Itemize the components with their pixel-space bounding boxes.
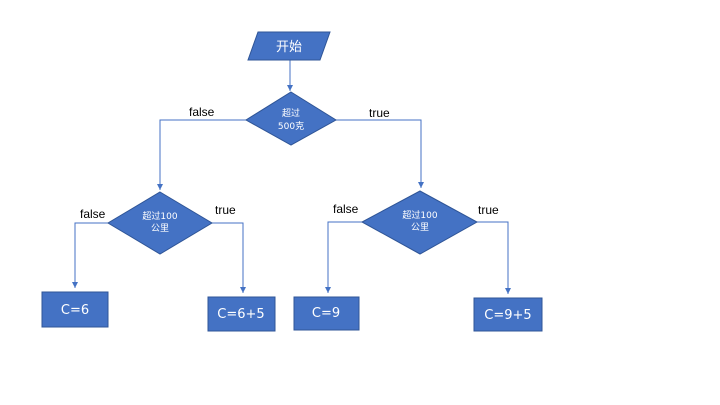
edge-label-dist-left-false: false: [80, 207, 106, 221]
result-c6-node: C=6: [41, 291, 109, 328]
weight-decision-label-line1: 超过: [282, 107, 300, 119]
distance-decision-right-label-line1: 超过100: [402, 209, 437, 221]
result-c6p5-label: C=6+5: [217, 307, 264, 322]
weight-decision-node: 超过 500克: [245, 91, 337, 146]
edge-dist-left-true: [212, 222, 246, 293]
distance-decision-right-label-line2: 公里: [411, 222, 429, 233]
edge-label-weight-true: true: [369, 106, 390, 120]
edge-label-dist-left-true: true: [215, 203, 236, 217]
result-c9p5-label: C=9+5: [484, 308, 531, 323]
result-c9-node: C=9: [293, 296, 360, 331]
result-c6-label: C=6: [61, 303, 89, 318]
weight-decision-label-line2: 500克: [278, 121, 304, 132]
edge-dist-right-true: [477, 221, 511, 294]
edge-weight-false: [157, 119, 246, 190]
distance-decision-right-node: 超过100 公里: [360, 190, 479, 255]
edge-dist-right-false: [325, 221, 362, 293]
start-node-label: 开始: [276, 40, 302, 55]
distance-decision-left-label-line2: 公里: [151, 223, 169, 234]
result-c9p5-node: C=9+5: [473, 297, 543, 332]
edge-label-dist-right-true: true: [478, 203, 499, 217]
start-node: 开始: [247, 31, 331, 61]
distance-decision-left-node: 超过100 公里: [107, 191, 213, 255]
result-c6p5-node: C=6+5: [207, 296, 276, 332]
edge-label-dist-right-false: false: [333, 202, 359, 216]
distance-decision-left-label-line1: 超过100: [142, 210, 177, 222]
edge-weight-true: [336, 119, 424, 188]
edge-label-weight-false: false: [189, 105, 215, 119]
result-c9-label: C=9: [312, 306, 340, 321]
edge-dist-left-false: [72, 222, 108, 288]
